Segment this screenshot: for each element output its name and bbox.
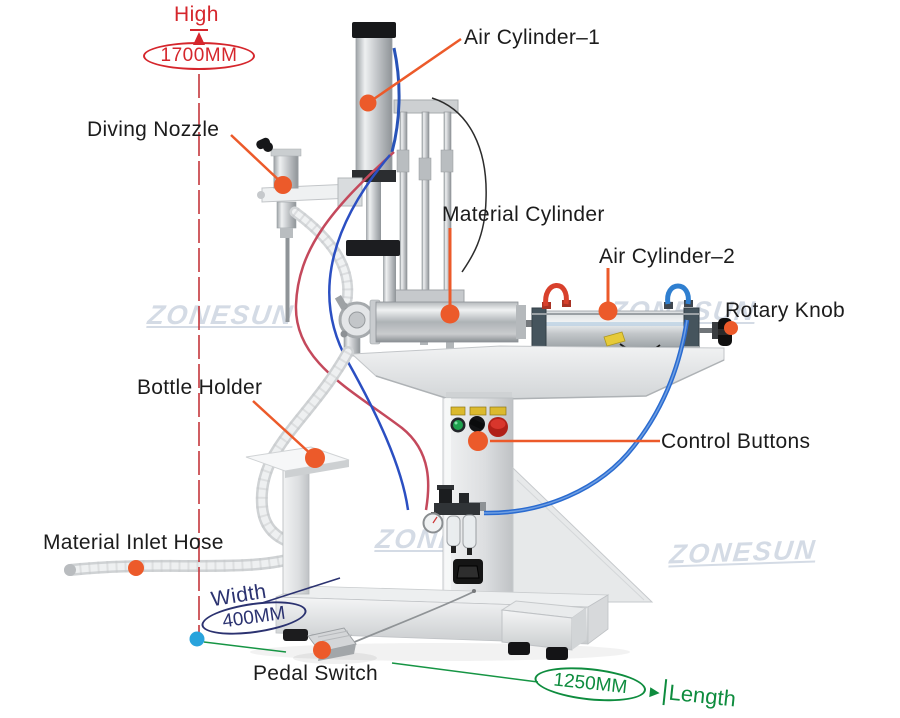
callout-diving-nozzle: Diving Nozzle — [87, 118, 220, 141]
air-filter-regulator — [422, 485, 486, 555]
outlet-hose — [289, 206, 354, 306]
callout-rotary-knob: Rotary Knob — [725, 299, 846, 322]
bottle-holder-part — [245, 446, 350, 595]
length-label: Length — [662, 679, 738, 713]
height-value-oval: 1700MM — [143, 42, 255, 70]
callout-air-cylinder-1: Air Cylinder–1 — [464, 26, 601, 49]
callout-control-buttons: Control Buttons — [661, 430, 811, 453]
callout-air-cylinder-2: Air Cylinder–2 — [599, 245, 736, 268]
callout-pedal-switch: Pedal Switch — [253, 662, 378, 685]
length-arrow-icon: ▶ — [649, 683, 661, 700]
power-socket — [453, 559, 483, 584]
air-cylinder-1-part — [346, 22, 401, 304]
air-hose — [483, 319, 690, 516]
callout-material-cylinder: Material Cylinder — [442, 203, 605, 226]
machine-base — [275, 585, 610, 660]
callout-bottle-holder: Bottle Holder — [137, 376, 263, 399]
work-table — [350, 345, 725, 401]
height-label: High — [174, 3, 219, 26]
control-buttons-part — [450, 406, 508, 437]
air-cylinder-2-part — [526, 283, 700, 353]
callout-material-inlet-hose: Material Inlet Hose — [43, 531, 224, 554]
